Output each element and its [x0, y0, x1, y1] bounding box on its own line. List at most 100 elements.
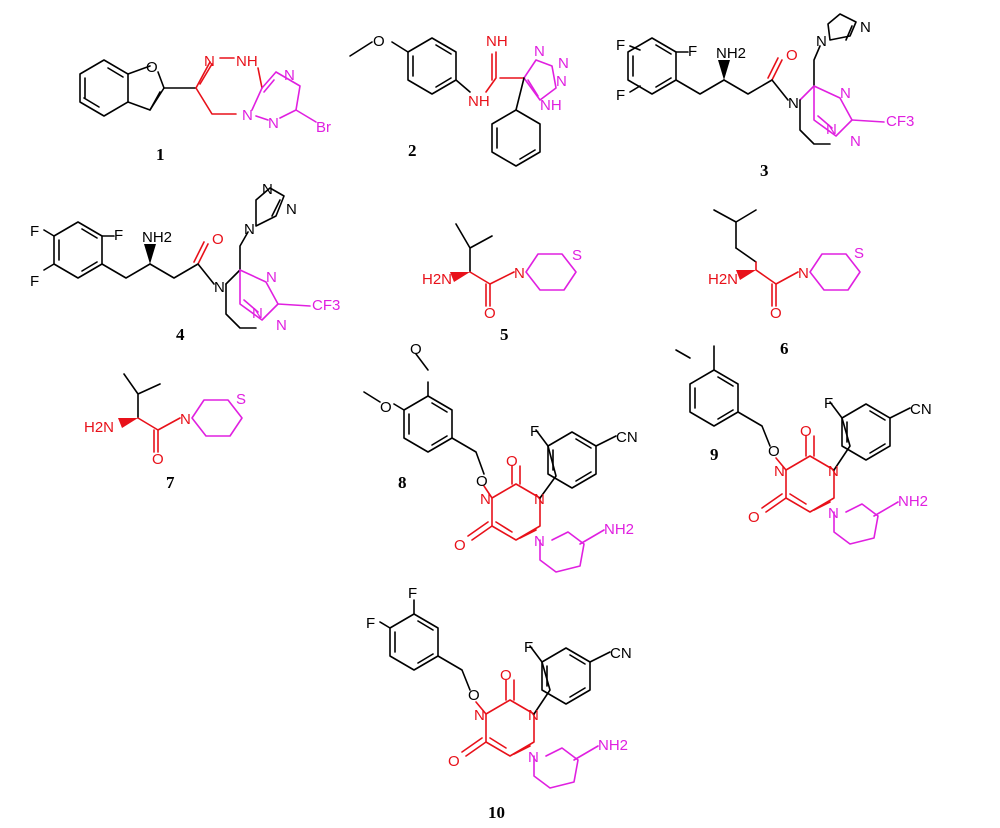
atom-nh: NH — [540, 97, 562, 114]
atom-nh: NH — [486, 33, 508, 50]
atom-n: N — [284, 67, 295, 84]
atom-o: O — [800, 423, 812, 440]
atom-f: F — [530, 423, 539, 440]
atom-n: NH — [468, 93, 490, 110]
compound-4: F F F NH2 O N N N N N N N CF3 4 — [30, 181, 340, 344]
atom-f: F — [366, 615, 375, 632]
atom-n: N — [534, 43, 545, 60]
atom-n: N — [860, 19, 871, 36]
atom-f: F — [824, 395, 833, 412]
compound-5: H2N O N S 5 — [422, 223, 582, 344]
atom-o: O — [770, 305, 782, 322]
atom-n: N — [514, 265, 525, 282]
atom-o: O — [373, 33, 385, 50]
atom-n: N — [816, 33, 827, 50]
atom-n: N — [558, 55, 569, 72]
atom-n: N — [798, 265, 809, 282]
atom-n: N — [180, 411, 191, 428]
atom-n: N — [534, 491, 545, 508]
compound-1: O N NH N N N Br 1 — [79, 53, 331, 164]
atom-o: O — [448, 753, 460, 770]
atom-n: N — [474, 707, 485, 724]
atom-nh2: NH2 — [716, 45, 746, 62]
atom-o: O — [476, 473, 488, 490]
compound-9: O O O F CN N N N NH2 9 — [675, 345, 932, 545]
compound-number: 2 — [408, 141, 417, 160]
atom-n: N — [286, 201, 297, 218]
atom-n: N — [214, 279, 225, 296]
compound-number: 10 — [488, 803, 505, 822]
compound-number: 4 — [176, 325, 185, 344]
atom-o: O — [146, 59, 158, 76]
atom-n: N — [850, 133, 861, 150]
atom-n: N — [262, 181, 273, 198]
atom-nh2: NH2 — [898, 493, 928, 510]
atom-o: O — [500, 667, 512, 684]
atom-cf3: CF3 — [312, 297, 340, 314]
atom-n: N — [276, 317, 287, 334]
atom-o: O — [152, 451, 164, 468]
atom-o: O — [454, 537, 466, 554]
atom-nh2: NH2 — [598, 737, 628, 754]
atom-h2n: H2N — [422, 271, 452, 288]
atom-nh: NH — [236, 53, 258, 70]
atom-f: F — [30, 223, 39, 240]
atom-f: F — [688, 43, 697, 60]
atom-n: N — [204, 53, 215, 70]
atom-s: S — [236, 391, 246, 408]
compound-2: O NH NH N N N NH 2 — [349, 33, 569, 167]
atom-o: O — [484, 305, 496, 322]
atom-f: F — [616, 87, 625, 104]
compound-number: 1 — [156, 145, 165, 164]
compound-number: 5 — [500, 325, 509, 344]
atom-f: F — [524, 639, 533, 656]
atom-n: N — [828, 463, 839, 480]
atom-n: N — [828, 505, 839, 522]
atom-o: O — [786, 47, 798, 64]
atom-o: O — [380, 399, 392, 416]
atom-n: N — [528, 749, 539, 766]
compound-number: 6 — [780, 339, 789, 358]
atom-o: O — [748, 509, 760, 526]
compound-3: F F F NH2 O N N N N N N CF3 3 — [616, 13, 914, 180]
atom-n: N — [252, 305, 263, 322]
atom-cf3: CF3 — [886, 113, 914, 130]
atom-s: S — [572, 247, 582, 264]
atom-n: N — [528, 707, 539, 724]
atom-h2n: H2N — [84, 419, 114, 436]
atom-cn: CN — [910, 401, 932, 418]
atom-n: N — [534, 533, 545, 550]
atom-f: F — [408, 585, 417, 602]
compound-10: F F F O O O CN N N N NH2 10 — [366, 585, 632, 822]
atom-n: N — [556, 73, 567, 90]
atom-n: N — [788, 95, 799, 112]
atom-n: N — [268, 115, 279, 132]
atom-f: F — [616, 37, 625, 54]
atom-cn: CN — [610, 645, 632, 662]
compound-8: O O O O O F CN N N N NH2 8 — [363, 341, 638, 573]
atom-n: N — [480, 491, 491, 508]
compound-number: 7 — [166, 473, 175, 492]
atom-n: N — [242, 107, 253, 124]
atom-n: N — [774, 463, 785, 480]
atom-n: N — [840, 85, 851, 102]
atom-o: O — [410, 341, 422, 358]
atom-s: S — [854, 245, 864, 262]
atom-br: Br — [316, 119, 331, 136]
atom-n: N — [826, 121, 837, 138]
compound-6: H2N O N S 6 — [708, 209, 864, 358]
atom-o: O — [506, 453, 518, 470]
compound-number: 3 — [760, 161, 769, 180]
atom-h2n: H2N — [708, 271, 738, 288]
atom-nh2: NH2 — [604, 521, 634, 538]
atom-nh2: NH2 — [142, 229, 172, 246]
atom-o: O — [212, 231, 224, 248]
atom-n: N — [244, 221, 255, 238]
atom-o: O — [768, 443, 780, 460]
atom-n: N — [266, 269, 277, 286]
atom-cn: CN — [616, 429, 638, 446]
atom-f: F — [114, 227, 123, 244]
atom-o: O — [468, 687, 480, 704]
